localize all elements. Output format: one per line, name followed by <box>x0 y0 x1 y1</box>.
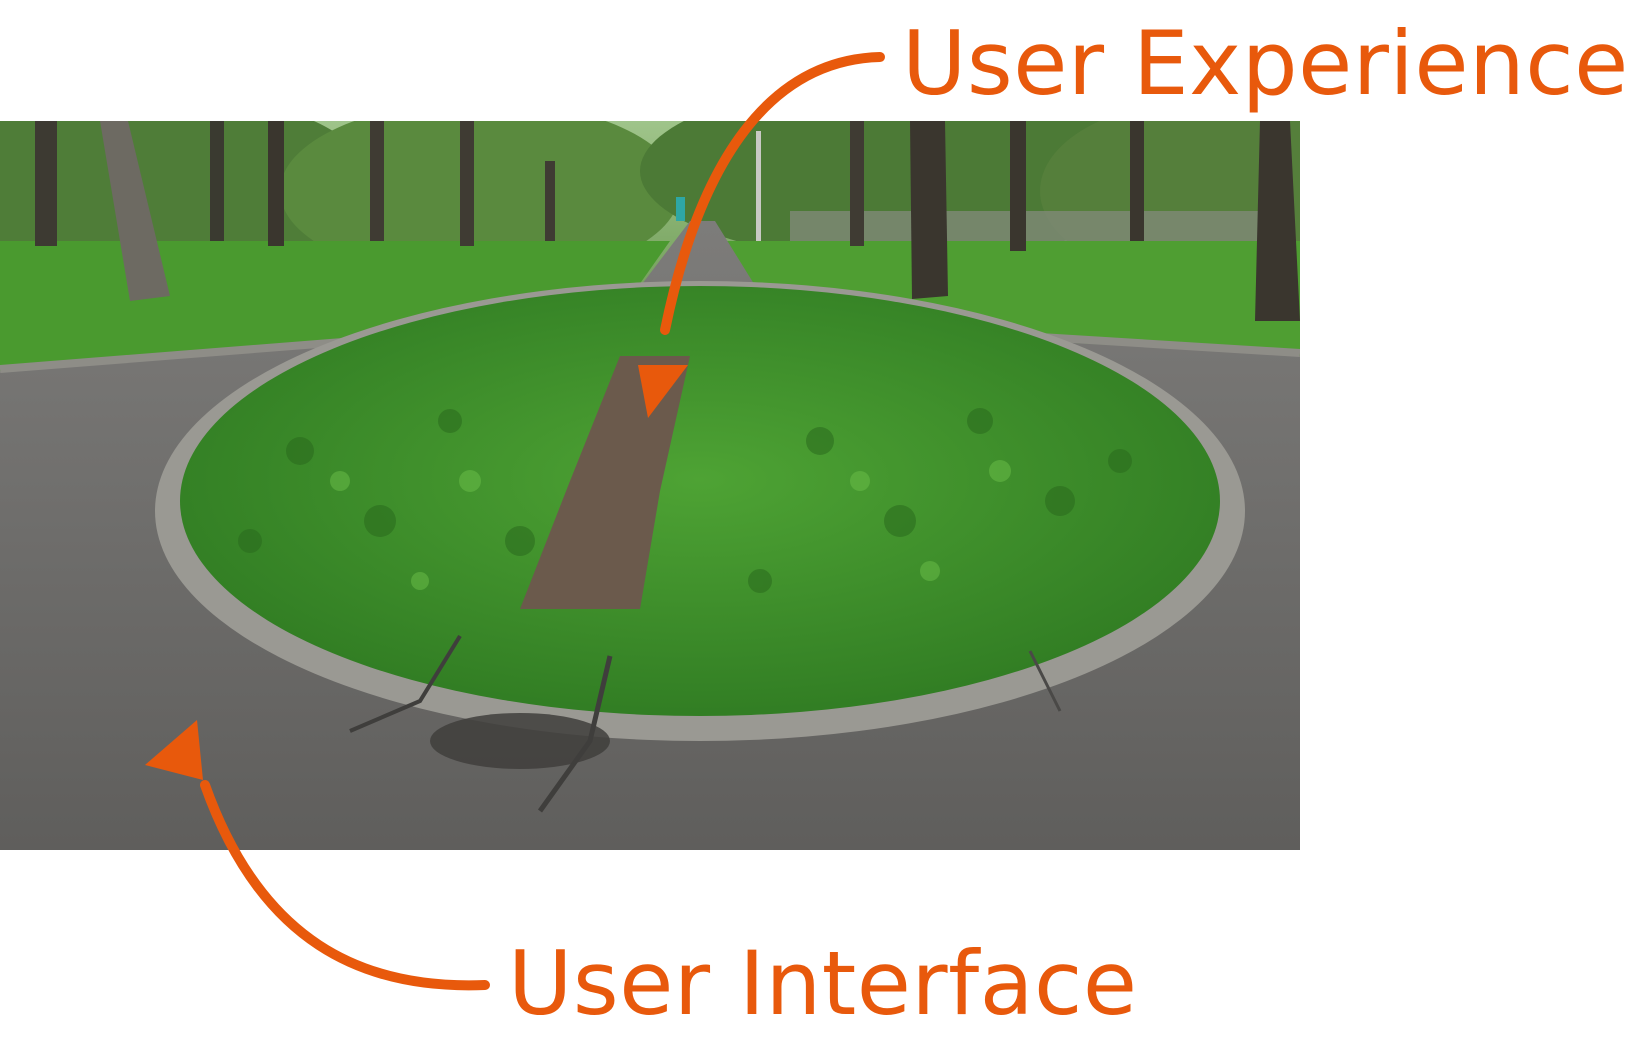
left-lawn <box>0 241 670 371</box>
user-interface-label: User Interface <box>508 932 1138 1035</box>
water-stain <box>430 713 610 769</box>
park-photo <box>0 121 1300 850</box>
user-experience-label: User Experience <box>902 12 1629 115</box>
flowerbed <box>180 286 1220 716</box>
pedestrian <box>676 197 685 221</box>
dirt-path <box>520 356 690 609</box>
